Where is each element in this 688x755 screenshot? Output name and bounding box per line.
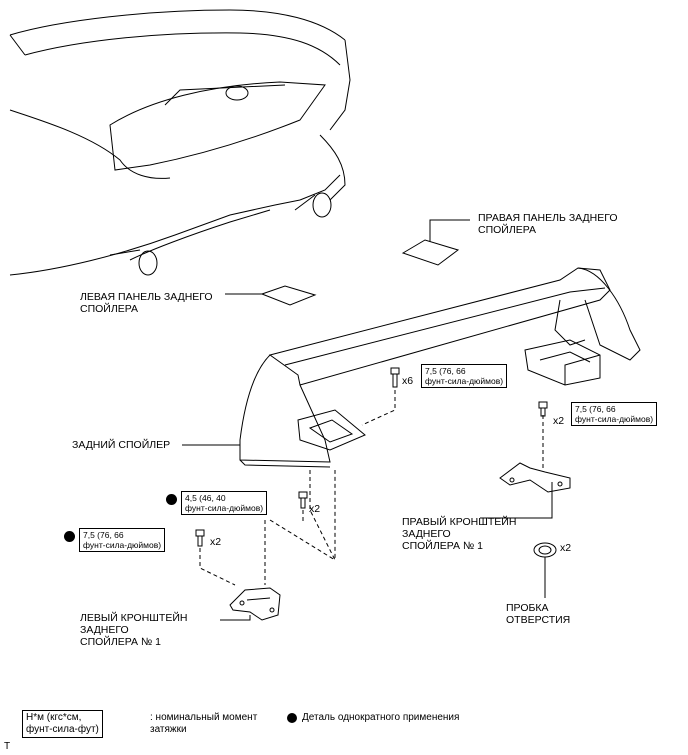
qty-left: x2: [210, 536, 222, 548]
label-rear-spoiler: ЗАДНИЙ СПОЙЛЕР: [72, 439, 171, 451]
right-panel-part: [401, 219, 470, 266]
legend-single-use-dot: [287, 713, 297, 723]
legend-single-use-text: Деталь однократного применения: [302, 712, 460, 723]
single-use-dot-mid: [166, 494, 177, 505]
qty-mid: x2: [309, 503, 321, 515]
bolt-right: [538, 401, 548, 417]
bolt-mid: [298, 491, 308, 509]
qty-plug: x2: [560, 542, 572, 554]
right-bracket-part: [480, 462, 571, 519]
bolt-center: [390, 367, 400, 388]
qty-right: x2: [553, 415, 565, 427]
single-use-dot-left: [64, 531, 75, 542]
bolt-left: [195, 529, 205, 547]
left-bracket-part: [220, 587, 281, 621]
left-panel-part: [225, 285, 317, 306]
hole-plug-part: [533, 542, 557, 598]
qty-center: x6: [402, 375, 414, 387]
car-rear-body: [9, 9, 351, 276]
rear-spoiler-part: [239, 267, 641, 468]
legend-unit-box: Н*м (кгс*см,фунт-сила-фут): [22, 710, 103, 738]
assembly-lines: [199, 390, 544, 586]
corner-mark: T: [4, 741, 11, 752]
